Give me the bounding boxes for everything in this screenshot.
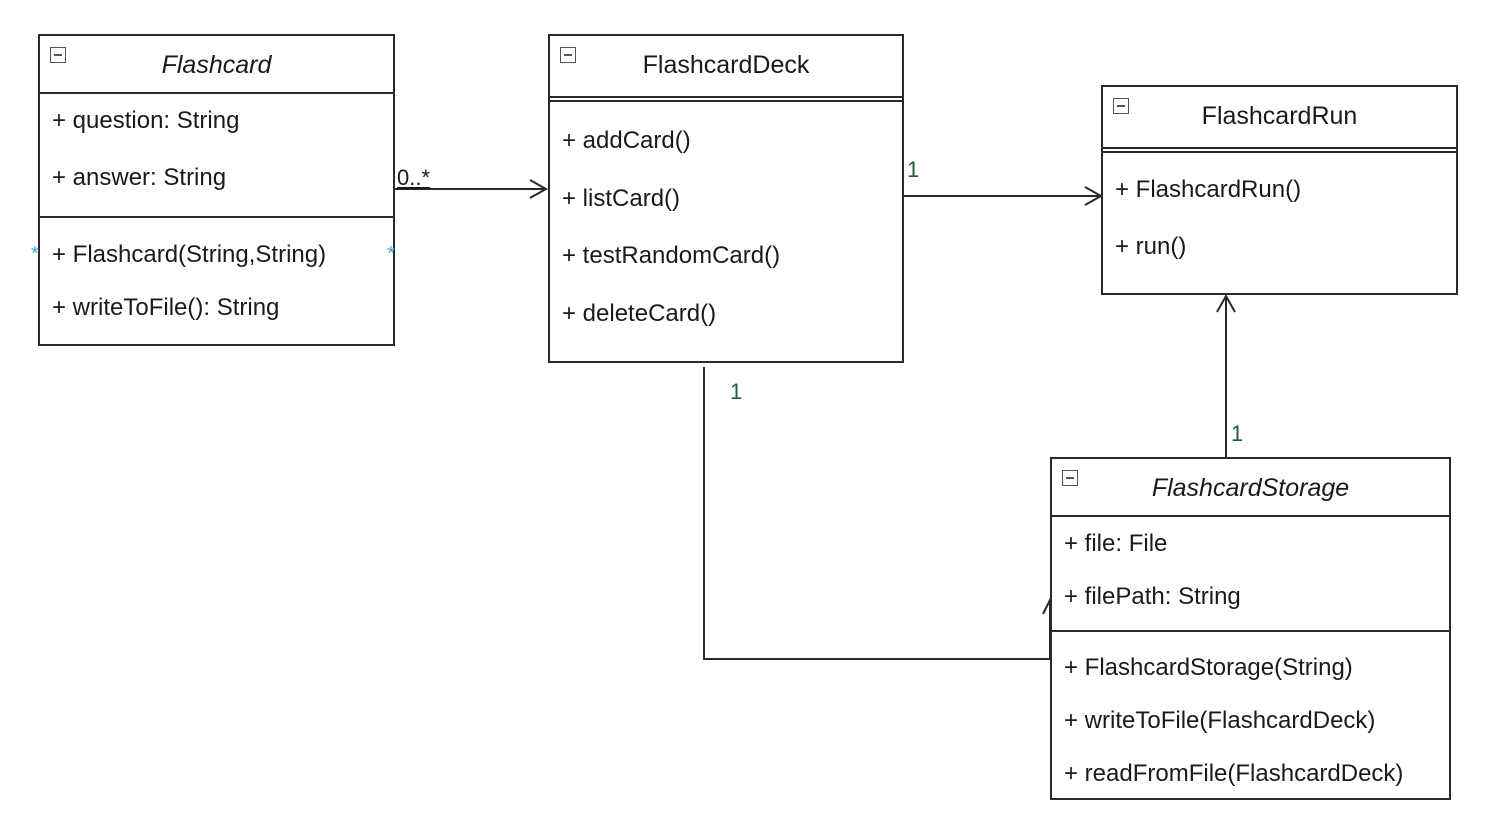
class-name: FlashcardRun (1201, 102, 1358, 130)
operation: + testRandomCard() (562, 242, 781, 269)
association-flashcard-deck[interactable] (394, 179, 549, 199)
multiplicity-deck-storage: 1 (730, 379, 743, 404)
operation: + Flashcard(String,String) (52, 241, 327, 268)
operation: + writeToFile(): String (52, 294, 280, 321)
operation: + writeToFile(FlashcardDeck) (1064, 707, 1376, 734)
operations-section: + addCard() + listCard() + testRandomCar… (550, 102, 902, 357)
collapse-minus-icon[interactable] (1062, 470, 1078, 486)
multiplicity-flashcard-deck: 0..* (397, 165, 431, 190)
attribute: + file: File (1064, 530, 1168, 557)
attribute: + answer: String (52, 164, 227, 191)
attribute: + filePath: String (1064, 583, 1241, 610)
operation: + FlashcardRun() (1115, 176, 1302, 203)
operation: + run() (1115, 233, 1187, 260)
operation: + FlashcardStorage(String) (1064, 654, 1353, 681)
multiplicity-deck-run: 1 (907, 157, 920, 182)
selection-handle-left[interactable]: * (31, 243, 39, 265)
class-name: Flashcard (161, 51, 272, 79)
class-header: Flashcard (40, 36, 393, 94)
collapse-minus-icon[interactable] (1113, 98, 1129, 114)
class-header: FlashcardStorage (1052, 459, 1449, 517)
class-flashcard-run[interactable]: FlashcardRun + FlashcardRun() + run() (1101, 85, 1458, 295)
class-flashcard[interactable]: Flashcard + question: String + answer: S… (38, 34, 395, 346)
class-flashcard-deck[interactable]: FlashcardDeck + addCard() + listCard() +… (548, 34, 904, 363)
operation: + listCard() (562, 185, 681, 212)
operation: + addCard() (562, 127, 691, 154)
class-header: FlashcardDeck (550, 36, 902, 102)
operation: + deleteCard() (562, 300, 717, 327)
operation: + readFromFile(FlashcardDeck) (1064, 760, 1404, 787)
operations-section: + Flashcard(String,String) + writeToFile… (40, 218, 393, 344)
collapse-minus-icon[interactable] (560, 47, 576, 63)
collapse-minus-icon[interactable] (50, 47, 66, 63)
selection-handle-right[interactable]: * (387, 243, 395, 265)
operations-section: + FlashcardStorage(String) + writeToFile… (1052, 632, 1449, 798)
association-deck-run[interactable] (903, 186, 1104, 206)
attributes-section: + question: String + answer: String (40, 94, 393, 218)
attribute: + question: String (52, 107, 240, 134)
open-arrowhead-icon (529, 179, 549, 199)
open-arrowhead-icon (1216, 293, 1236, 313)
multiplicity-storage-run: 1 (1231, 421, 1244, 446)
class-flashcard-storage[interactable]: FlashcardStorage + file: File + filePath… (1050, 457, 1451, 800)
class-name: FlashcardStorage (1151, 474, 1350, 502)
operations-section: + FlashcardRun() + run() (1103, 153, 1456, 291)
association-storage-run[interactable] (1216, 293, 1236, 457)
association-deck-storage[interactable] (703, 367, 1058, 660)
class-header: FlashcardRun (1103, 87, 1456, 153)
attributes-section: + file: File + filePath: String (1052, 517, 1449, 632)
class-name: FlashcardDeck (642, 51, 810, 79)
